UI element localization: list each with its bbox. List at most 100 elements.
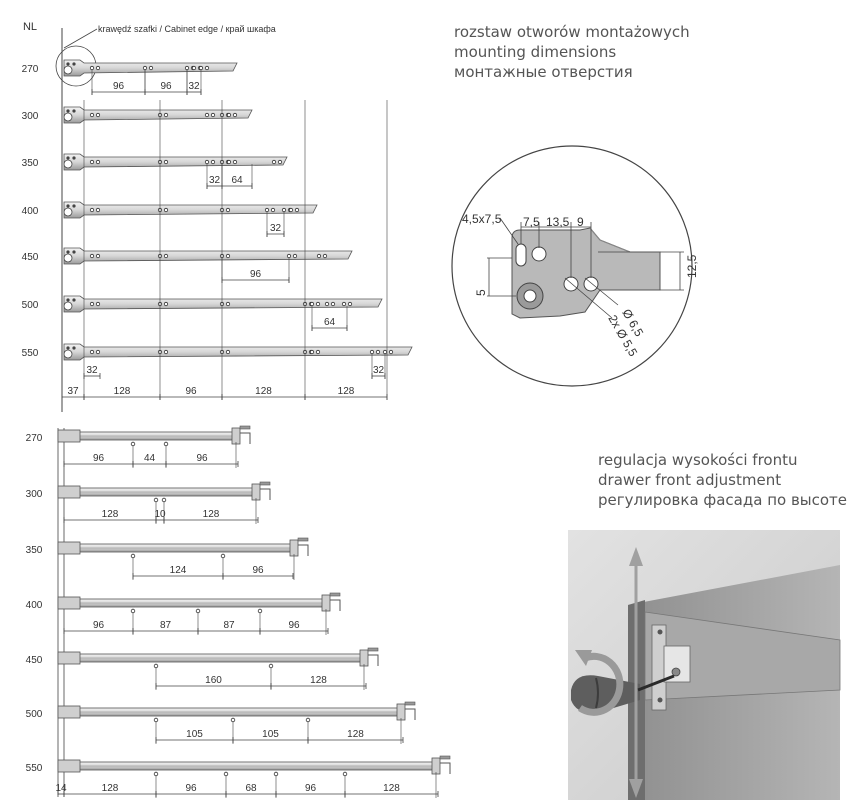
dimension-label: 124 [170, 565, 187, 576]
heading-line-pl: rozstaw otworów montażowych [454, 23, 690, 41]
rail-hole [286, 253, 292, 259]
rail-end-pin [66, 204, 70, 208]
nl-value: 350 [22, 158, 39, 169]
rail-rear-hook [359, 649, 369, 667]
nl-value: 550 [22, 348, 39, 359]
leader-line [499, 217, 519, 245]
rail-hole [204, 112, 210, 118]
rail-hole [292, 253, 298, 259]
rail-rear-hook [431, 757, 441, 775]
rail-rear-hook [396, 703, 406, 721]
rail-end-pin [66, 109, 70, 113]
dimension-label: 105 [186, 729, 203, 740]
rail-front-bracket [57, 759, 81, 773]
arrow-down-head [629, 779, 643, 798]
rail-rear-hook [251, 483, 261, 501]
rail-front-bracket [57, 485, 81, 499]
dimension-label: 96 [113, 81, 125, 92]
rail-hole [264, 207, 270, 213]
dimension-label: 128 [338, 386, 355, 397]
screw-hole [657, 697, 663, 703]
dimension-label: 96 [160, 81, 172, 92]
rail-hole [277, 159, 283, 165]
rail-hole [95, 159, 101, 165]
rail-hole [95, 349, 101, 355]
rail-hole [95, 65, 101, 71]
dimension-label: 14 [55, 783, 67, 794]
rail-hole [163, 441, 169, 447]
rail-hole [95, 112, 101, 118]
heading-line-en: drawer front adjustment [598, 471, 782, 489]
rail-hole [324, 301, 330, 307]
rail-hole [95, 253, 101, 259]
rail-hole [271, 159, 277, 165]
rail-rear-clip [298, 544, 309, 556]
rail-hole [89, 159, 95, 165]
rail-rear-clip [368, 654, 379, 666]
rail-front-bracket [57, 651, 81, 665]
dimension-label: 96 [93, 453, 105, 464]
rail-end-pin [72, 156, 76, 160]
rotation-arrow [578, 652, 624, 716]
nl-value: 300 [26, 489, 43, 500]
rotation-arrow-head [575, 650, 592, 666]
bracket-shape [511, 227, 661, 319]
rail-hole [191, 65, 197, 71]
screwdriver-shaft [637, 674, 675, 692]
rail-front-bracket [57, 541, 81, 555]
rail-hole [163, 349, 169, 355]
rail-rear-cap [259, 481, 271, 486]
dimension-label: 160 [205, 675, 222, 686]
front-adjustment-photo [568, 530, 841, 800]
dimension-label: 32 [188, 81, 200, 92]
mounting-detail: 4,5x7,5 7,5 13,5 9 12,5 5 Ø 6,5 2x Ø 5,5 [451, 145, 699, 387]
rail-hole [270, 207, 276, 213]
rail-front-bracket [57, 429, 81, 443]
rail-hole [204, 159, 210, 165]
rail-hole [288, 207, 294, 213]
rail-end-hole [63, 112, 73, 122]
large-boss-hole [523, 289, 537, 303]
dimension-label: 96 [252, 565, 264, 576]
dimension-label: 96 [93, 620, 105, 631]
rail-end-hole [63, 65, 73, 75]
dimension-label: 64 [231, 175, 243, 186]
dimension-label: 32 [270, 223, 282, 234]
bottom-rail-row-350: 350 124 96 [26, 537, 309, 580]
leader-line [564, 277, 613, 319]
nl-value: 350 [26, 545, 43, 556]
heading-line-ru: монтажные отверстия [454, 63, 633, 81]
rail-rear-hook [289, 539, 299, 557]
rail-hole [226, 112, 232, 118]
rail-hole [163, 159, 169, 165]
rail-end-pin [72, 109, 76, 113]
rail-rear-clip [405, 708, 416, 720]
rail-end-pin [66, 346, 70, 350]
mounting-dimensions-heading: rozstaw otworów montażowych mounting dim… [454, 22, 690, 82]
rail-hole [315, 349, 321, 355]
rail-hole [161, 497, 167, 503]
rail-hole [316, 253, 322, 259]
rail-hole [204, 65, 210, 71]
rail-end-pin [72, 62, 76, 66]
nl-label: NL [23, 21, 37, 33]
rail-hole [268, 663, 274, 669]
rail-hole [89, 253, 95, 259]
dim-label-13-5: 13,5 [546, 215, 570, 229]
rail-hole [89, 301, 95, 307]
rail-hole [230, 717, 236, 723]
rail-hole [322, 253, 328, 259]
dimension-label: 96 [185, 783, 197, 794]
rail-hole [184, 65, 190, 71]
dimension-label: 128 [102, 783, 119, 794]
rail-end-hole [63, 159, 73, 169]
rail-body [63, 343, 413, 361]
rail-hole [163, 207, 169, 213]
